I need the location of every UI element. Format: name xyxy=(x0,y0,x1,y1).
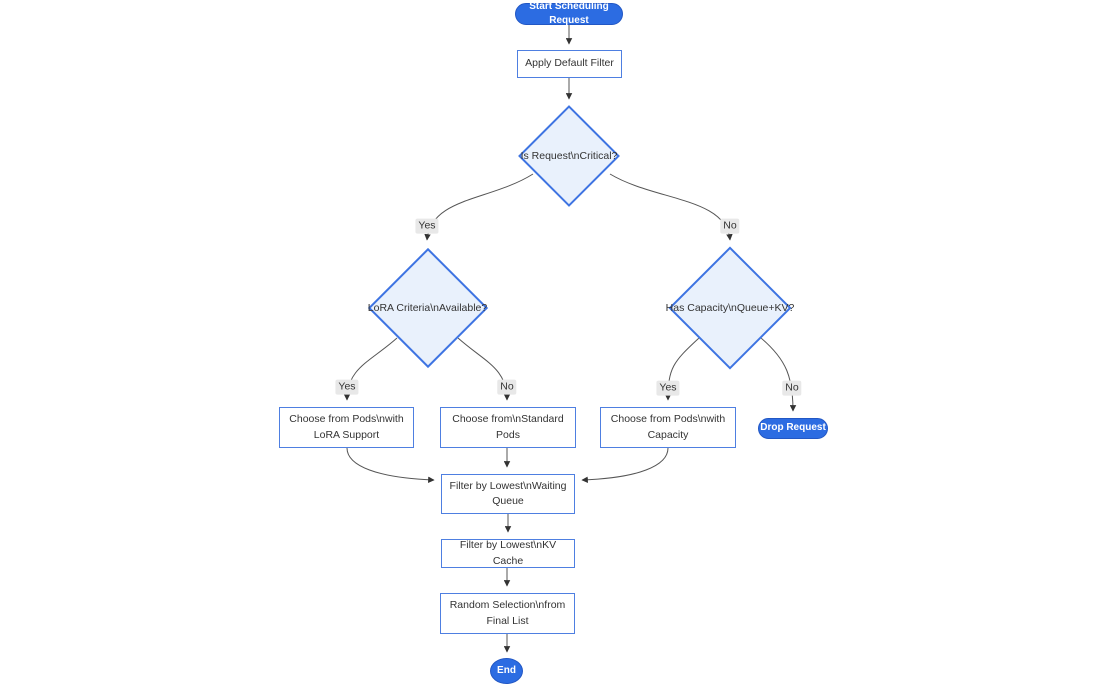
edge-lorapods-to-filter xyxy=(346,447,435,484)
node-random-selection-final-list: Random Selection\nfrom Final List xyxy=(440,593,575,634)
node-start: Start Scheduling Request xyxy=(515,1,623,26)
node-filter-lowest-waiting-queue: Filter by Lowest\nWaiting Queue xyxy=(441,474,575,514)
edge-critical-no xyxy=(609,173,733,241)
node-drop-request: Drop Request xyxy=(758,418,828,439)
edge-capacitypods-to-filter xyxy=(581,447,669,484)
decision-label: LoRA Criteria\nAvailable? xyxy=(367,302,488,314)
node-end: End xyxy=(490,658,523,684)
node-choose-pods-capacity: Choose from Pods\nwith Capacity xyxy=(600,407,736,448)
edge-label-critical-yes: Yes xyxy=(415,218,439,234)
edge-label-capacity-no: No xyxy=(782,380,802,396)
edge-capacity-no xyxy=(760,337,797,412)
decision-label: Is Request\nCritical? xyxy=(520,150,618,162)
edge-label-critical-no: No xyxy=(720,218,740,234)
decision-label: Has Capacity\nQueue+KV? xyxy=(665,301,795,314)
node-choose-pods-lora-support: Choose from Pods\nwith LoRA Support xyxy=(279,407,414,448)
node-lora-criteria-available: LoRA Criteria\nAvailable? xyxy=(367,247,488,369)
edge-label-lora-no: No xyxy=(497,379,517,395)
node-choose-standard-pods: Choose from\nStandard Pods xyxy=(440,407,576,448)
node-apply-default-filter: Apply Default Filter xyxy=(517,50,622,78)
node-has-capacity-queue-kv: Has Capacity\nQueue+KV? xyxy=(665,245,795,370)
node-filter-lowest-kv-cache: Filter by Lowest\nKV Cache xyxy=(441,539,575,568)
edge-label-lora-yes: Yes xyxy=(335,379,359,395)
node-is-request-critical: Is Request\nCritical? xyxy=(517,105,621,207)
edge-label-capacity-yes: Yes xyxy=(656,380,680,396)
